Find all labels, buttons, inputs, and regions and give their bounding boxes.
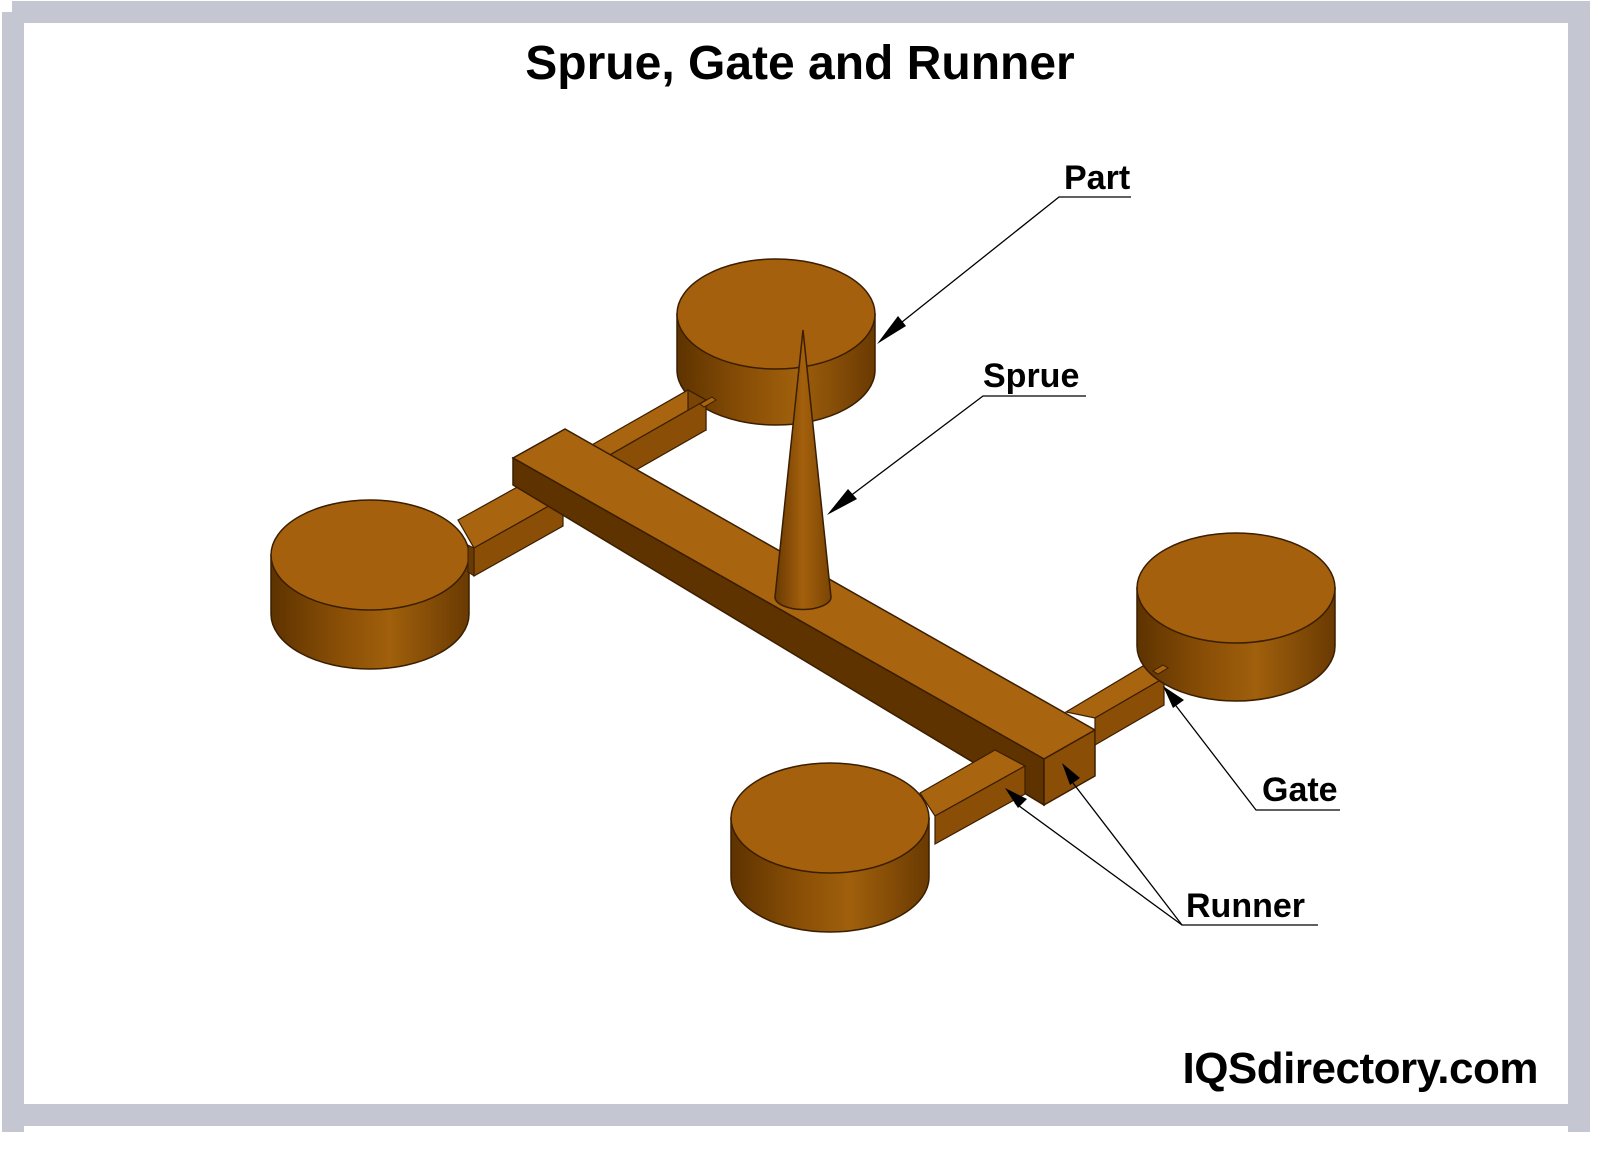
frame-border-left (2, 12, 24, 1132)
brand-watermark: IQSdirectory.com (1182, 1044, 1538, 1093)
gate-top (699, 396, 717, 408)
sprue-cone (774, 329, 832, 611)
part-left (270, 499, 470, 670)
label-runner: Runner (1186, 887, 1305, 925)
arrowhead-gate (1163, 686, 1184, 708)
label-sprue: Sprue (983, 357, 1079, 395)
branch-runner-top (588, 388, 708, 488)
frame-border-right (1568, 12, 1590, 1132)
gate-right (1152, 664, 1169, 675)
part-right (1136, 532, 1336, 702)
part-bottom (730, 762, 930, 933)
leader-gate (1169, 697, 1340, 811)
arrowhead-sprue (827, 489, 857, 515)
frame-border-top (12, 1, 1590, 23)
arrowhead-runner-branch (1005, 788, 1027, 808)
part-top (676, 258, 876, 426)
diagram-title: Sprue, Gate and Runner (525, 37, 1075, 90)
leader-runner (1014, 782, 1318, 926)
branch-runner-bottom (919, 749, 1027, 846)
label-part: Part (1064, 159, 1130, 197)
label-gate: Gate (1262, 771, 1338, 809)
arrowhead-runner-main (1062, 763, 1080, 785)
frame-border-bottom (12, 1104, 1590, 1126)
arrowhead-part (877, 316, 906, 344)
leader-sprue (844, 395, 1086, 501)
leader-part (891, 196, 1131, 331)
